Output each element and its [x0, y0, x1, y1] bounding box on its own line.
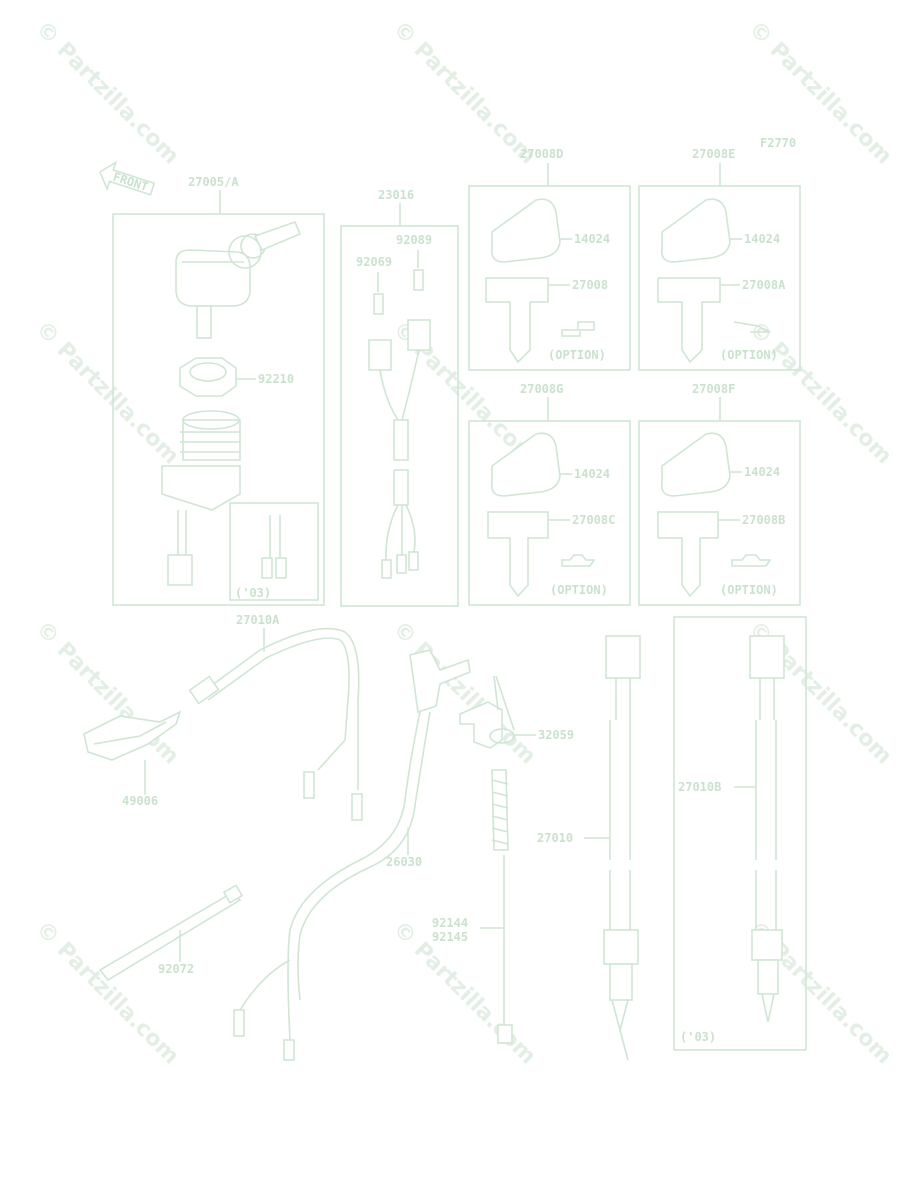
group-label-ignition-switch: 27005/A — [188, 175, 239, 189]
part-label-cap: 14024 — [744, 232, 780, 246]
part-label-cable-b: 27010B — [678, 780, 721, 794]
band-assembly: 92072 — [98, 884, 244, 982]
group-label-key-set-f: 27008F — [692, 382, 735, 396]
cable-b-assembly: 27010B ('03) — [673, 616, 807, 1051]
part-label-connector-b: 92089 — [396, 233, 432, 247]
part-label-cable: 27010 — [537, 831, 573, 845]
part-label-cap: 14024 — [744, 465, 780, 479]
year-note-ignition: ('03) — [235, 586, 271, 600]
key-set-g: 27008G 14024 27008C (OPTION) — [468, 382, 631, 606]
key-set-e: 27008E 14024 27008A (OPTION) — [638, 147, 801, 371]
group-label-key-set-g: 27008G — [520, 382, 563, 396]
watermark: © Partzilla.com — [388, 17, 541, 170]
part-label-cap: 14024 — [574, 232, 610, 246]
part-label-cap: 14024 — [574, 467, 610, 481]
part-label-key-blank: 27008 — [572, 278, 608, 292]
ignition-switch-assembly: 27005/A 92210 ('03) — [112, 175, 325, 606]
watermark: © Partzilla.com — [744, 317, 897, 470]
cable-assembly: 27010 — [537, 635, 641, 1061]
part-label-band: 92072 — [158, 962, 194, 976]
watermarks: © Partzilla.com © Partzilla.com © Partzi… — [31, 17, 897, 1070]
part-label-connector-a: 92069 — [356, 255, 392, 269]
group-label-harness: 23016 — [378, 188, 414, 202]
option-label-e: (OPTION) — [720, 348, 778, 362]
part-label-key-blank-b: 27008B — [742, 513, 785, 527]
spring-assembly: 92144 92145 — [432, 769, 513, 1044]
group-label-key-set-d: 27008D — [520, 147, 563, 161]
option-label-f: (OPTION) — [720, 583, 778, 597]
part-label-spring-b: 92145 — [432, 930, 468, 944]
cable-a-assembly: 27010A 49006 — [83, 613, 363, 821]
harness-assembly: 23016 92089 92069 — [340, 188, 459, 607]
watermark: © Partzilla.com — [388, 617, 541, 770]
option-label-g: (OPTION) — [550, 583, 608, 597]
key-set-d: 27008D 14024 27008 (OPTION) — [468, 147, 631, 371]
year-note-cable-b: ('03) — [680, 1030, 716, 1044]
lead-assembly: 26030 32059 — [233, 649, 574, 1061]
diagram-code: F2770 — [760, 136, 796, 150]
part-label-spring-a: 92144 — [432, 916, 468, 930]
group-label-key-set-e: 27008E — [692, 147, 735, 161]
watermark: © Partzilla.com — [31, 317, 184, 470]
option-label-d: (OPTION) — [548, 348, 606, 362]
watermark: © Partzilla.com — [31, 17, 184, 170]
part-label-nut: 92210 — [258, 372, 294, 386]
key-set-f: 27008F 14024 27008B (OPTION) — [638, 382, 801, 606]
front-arrow: FRONT — [98, 160, 156, 196]
part-label-key-blank-a: 27008A — [742, 278, 786, 292]
part-label-cable-a: 27010A — [236, 613, 280, 627]
part-label-lead: 26030 — [386, 855, 422, 869]
front-label: FRONT — [111, 170, 150, 194]
part-label-clip: 32059 — [538, 728, 574, 742]
part-label-key-blank-c: 27008C — [572, 513, 615, 527]
part-label-clamp: 49006 — [122, 794, 158, 808]
